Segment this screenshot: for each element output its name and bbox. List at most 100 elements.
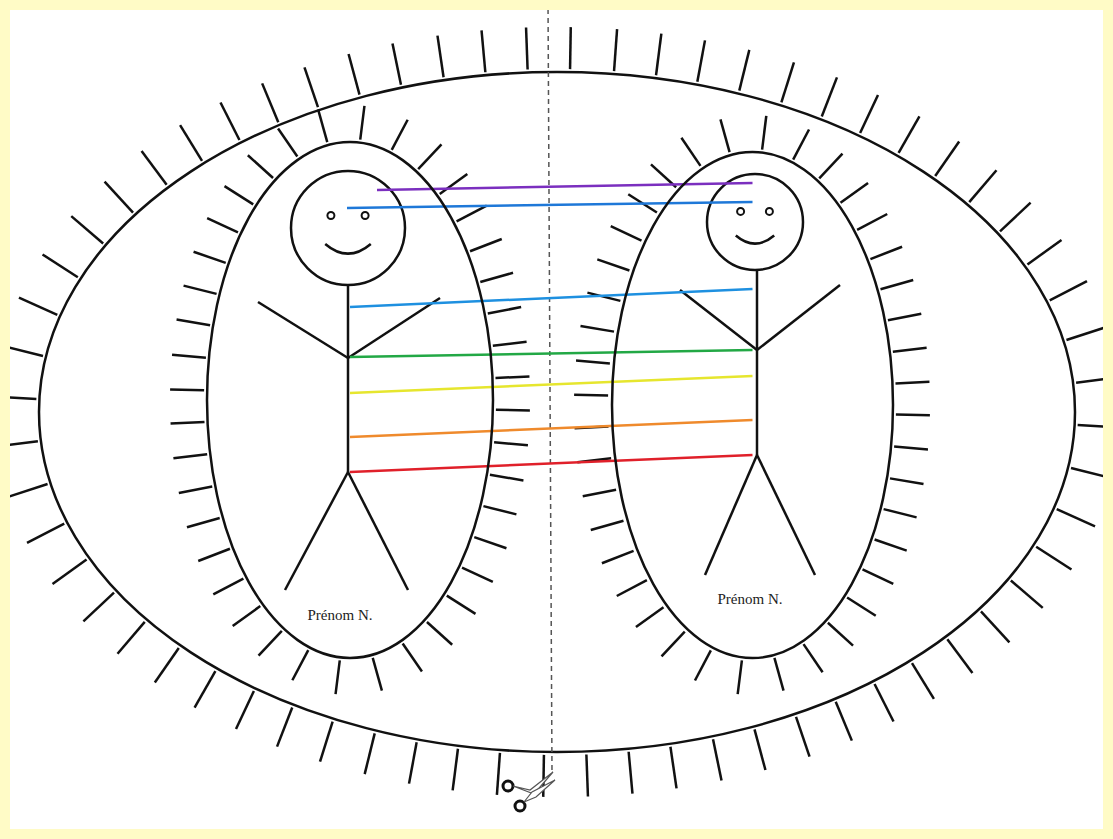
aura-ray	[177, 320, 211, 326]
aura-outline	[205, 140, 495, 660]
aura-ray	[373, 658, 382, 691]
aura-ray	[43, 254, 78, 277]
aura-ray	[870, 247, 902, 259]
figure-leg	[285, 472, 348, 590]
aura-ray	[360, 106, 364, 140]
aura-ray	[483, 506, 516, 514]
aura-ray	[187, 518, 220, 527]
aura-ray	[495, 376, 529, 378]
aura-ray	[981, 611, 1009, 642]
aura-ray	[1011, 581, 1043, 608]
aura-ray	[155, 648, 179, 682]
aura-ray	[10, 441, 38, 446]
aura-ray	[488, 307, 521, 314]
aura-ray	[1050, 281, 1087, 300]
person-name: Prénom N.	[308, 606, 373, 624]
cord-line	[350, 350, 753, 357]
scissors-handle	[503, 781, 513, 791]
aura-ray	[118, 622, 145, 654]
cord-line	[350, 455, 753, 472]
aura-ray	[947, 639, 972, 673]
aura-ray	[841, 183, 869, 203]
aura-ray	[225, 186, 254, 204]
aura-ray	[365, 733, 375, 774]
energy-cord	[350, 289, 753, 307]
aura-ray	[1076, 377, 1103, 382]
aura-ray	[781, 62, 794, 102]
aura-ray	[480, 273, 513, 282]
aura-ray	[83, 593, 114, 622]
aura-ray	[320, 722, 333, 762]
aura-ray	[180, 125, 202, 161]
aura-ray	[497, 753, 500, 795]
figure-body	[347, 285, 350, 472]
aura-ray	[248, 155, 273, 178]
aura-ray	[447, 596, 476, 614]
aura-ray	[53, 559, 87, 584]
figure-eye	[737, 208, 744, 215]
aura-ray	[233, 606, 261, 626]
aura-ray	[179, 486, 212, 493]
aura-ray	[656, 34, 661, 76]
aura-ray	[574, 393, 608, 396]
aura-ray	[860, 95, 878, 133]
aura-ray	[857, 214, 887, 230]
aura-ray	[875, 540, 907, 551]
aura-ray	[569, 27, 572, 69]
aura-ray	[912, 663, 934, 699]
figure-arm	[680, 290, 757, 350]
aura-ray	[895, 382, 929, 384]
energy-cord	[350, 376, 753, 393]
aura-ray	[847, 597, 876, 615]
aura-ray	[172, 355, 206, 358]
aura-ray	[828, 623, 853, 646]
scissors-blade	[524, 780, 555, 802]
aura-ray	[602, 551, 634, 563]
person-name: Prénom N.	[718, 590, 783, 608]
aura-ray	[198, 549, 230, 561]
aura-ray	[453, 749, 458, 791]
aura-ray	[213, 579, 243, 595]
cut-line	[548, 10, 552, 772]
aura-ray	[681, 138, 700, 166]
aura-ray	[863, 569, 894, 583]
figure-head	[291, 171, 405, 285]
aura-ray	[670, 747, 676, 789]
outer-aura	[39, 72, 1075, 752]
aura-ray	[969, 170, 996, 202]
aura-ray	[836, 702, 852, 741]
figure-eye	[327, 212, 334, 219]
aura-ray	[894, 446, 928, 449]
aura-ray	[881, 280, 914, 289]
aura-ray	[409, 742, 417, 783]
cord-line	[350, 420, 753, 437]
figure-leg	[348, 472, 408, 590]
cord-layer	[10, 10, 1103, 829]
aura-ray	[19, 298, 57, 315]
figure-body	[756, 270, 759, 455]
aura-ray	[171, 422, 205, 424]
figure-smile	[736, 235, 774, 243]
aura-ray	[318, 109, 327, 142]
aura-ray	[888, 314, 921, 321]
aura-ray	[392, 120, 408, 150]
aura-ray	[349, 54, 360, 95]
aura-ray	[822, 77, 837, 116]
energy-cord	[350, 350, 753, 357]
figure-eye	[766, 208, 773, 215]
aura-ray	[207, 218, 238, 232]
aura-ray	[774, 658, 783, 691]
aura-ray	[194, 252, 226, 263]
aura-ray	[739, 50, 749, 91]
aura-outline	[610, 150, 895, 660]
aura-ray	[1027, 240, 1061, 265]
aura-ray	[173, 454, 207, 458]
aura-ray	[277, 707, 292, 746]
aura-ray	[262, 83, 278, 122]
aura-ray	[1071, 468, 1103, 478]
aura-ray	[636, 607, 664, 627]
figure-eye	[362, 212, 369, 219]
aura-ray	[10, 397, 36, 399]
aura-ray	[617, 580, 647, 596]
aura-ray	[875, 684, 894, 721]
